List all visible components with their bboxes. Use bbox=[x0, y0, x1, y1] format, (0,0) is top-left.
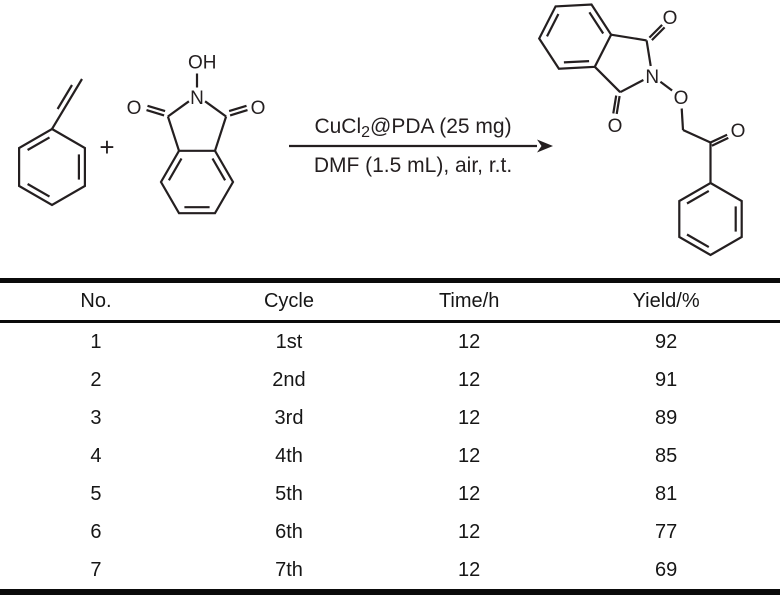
cell-time: 12 bbox=[458, 520, 481, 543]
product-structure: O O N O O bbox=[537, 3, 746, 257]
benzene-ring bbox=[18, 127, 87, 207]
table-row: 2 2nd 12 91 bbox=[0, 361, 780, 399]
plus-sign: + bbox=[99, 132, 114, 162]
cell-time: 12 bbox=[458, 558, 481, 581]
cell-time: 12 bbox=[458, 482, 481, 505]
nitrogen-label: N bbox=[645, 67, 659, 88]
nitrogen-label: N bbox=[190, 88, 204, 109]
oxygen-label: O bbox=[663, 8, 678, 29]
cell-cycle: 7th bbox=[275, 558, 303, 581]
nhpi-structure: O O N OH bbox=[127, 53, 266, 215]
table-row: 3 3rd 12 89 bbox=[0, 399, 780, 437]
cell-yield: 69 bbox=[654, 558, 678, 581]
hydroxyl-label: OH bbox=[188, 53, 217, 74]
table-row: 4 4th 12 85 bbox=[0, 437, 780, 475]
cell-yield: 85 bbox=[654, 444, 678, 467]
arrowhead bbox=[537, 139, 553, 153]
cell-no: 6 bbox=[90, 520, 102, 543]
cell-no: 2 bbox=[90, 368, 102, 391]
product-fused-benzene bbox=[537, 3, 613, 70]
cell-time: 12 bbox=[458, 368, 481, 391]
catalyst-text: CuCl2@PDA (25 mg) bbox=[314, 115, 511, 141]
cell-yield: 89 bbox=[654, 406, 678, 429]
cell-time: 12 bbox=[458, 406, 481, 429]
table-row: 1 1st 12 92 bbox=[0, 322, 780, 362]
cell-no: 4 bbox=[90, 444, 102, 467]
oxygen-label: O bbox=[127, 98, 142, 119]
cell-yield: 77 bbox=[654, 520, 678, 543]
cell-yield: 91 bbox=[654, 368, 678, 391]
cell-yield: 81 bbox=[654, 482, 678, 505]
cell-cycle: 5th bbox=[275, 482, 303, 505]
oxygen-label: O bbox=[608, 116, 623, 137]
cell-time: 12 bbox=[458, 330, 481, 353]
vinyl-bond bbox=[51, 78, 83, 130]
cell-cycle: 2nd bbox=[272, 368, 306, 391]
ketone-oxygen-label: O bbox=[731, 121, 746, 142]
cell-no: 5 bbox=[90, 482, 102, 505]
table-row: 5 5th 12 81 bbox=[0, 475, 780, 513]
product-phenyl-ring bbox=[678, 181, 743, 257]
results-section: No. Cycle Time/h Yield/% 1 1st 12 92 2 2… bbox=[0, 278, 780, 595]
styrene-structure bbox=[18, 78, 87, 207]
cell-no: 1 bbox=[90, 330, 102, 353]
reaction-scheme: + O O bbox=[0, 0, 780, 278]
header-row: No. Cycle Time/h Yield/% bbox=[0, 281, 780, 322]
cell-no: 7 bbox=[90, 558, 102, 581]
cell-cycle: 4th bbox=[275, 444, 303, 467]
fused-benzene-ring bbox=[159, 149, 235, 215]
cell-no: 3 bbox=[90, 406, 102, 429]
cell-cycle: 6th bbox=[275, 520, 303, 543]
results-table: No. Cycle Time/h Yield/% 1 1st 12 92 2 2… bbox=[0, 278, 780, 595]
cell-yield: 92 bbox=[654, 330, 678, 353]
cell-cycle: 3rd bbox=[274, 406, 304, 429]
column-header-yield: Yield/% bbox=[632, 290, 700, 312]
conditions-text: DMF (1.5 mL), air, r.t. bbox=[314, 154, 512, 177]
cell-time: 12 bbox=[458, 444, 481, 467]
column-header-cycle: Cycle bbox=[263, 290, 314, 312]
cell-cycle: 1st bbox=[275, 330, 303, 353]
table-row: 6 6th 12 77 bbox=[0, 513, 780, 551]
table-row: 7 7th 12 69 bbox=[0, 551, 780, 592]
column-header-time: Time/h bbox=[438, 290, 500, 312]
reaction-arrow bbox=[289, 139, 553, 153]
ether-oxygen-label: O bbox=[674, 88, 689, 109]
column-header-no: No. bbox=[80, 290, 112, 312]
oxygen-label: O bbox=[251, 98, 266, 119]
